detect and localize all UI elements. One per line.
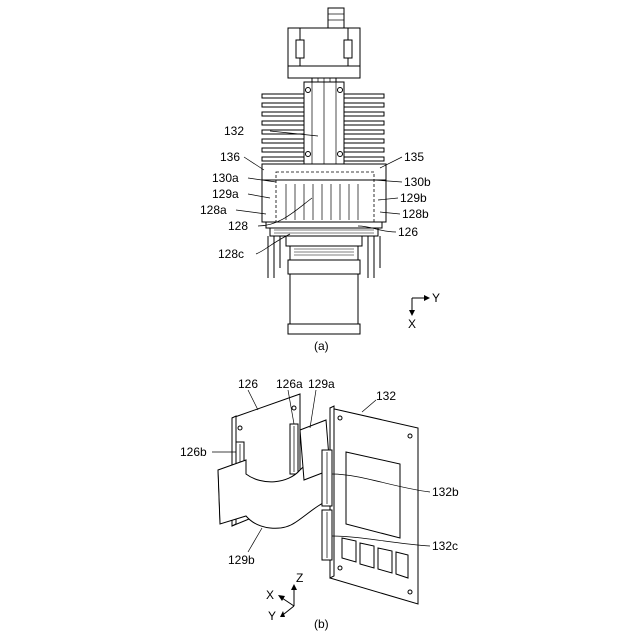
figure-a-drawing — [262, 8, 386, 334]
heatsink-fin — [344, 130, 384, 134]
label-126-a: 126 — [398, 225, 418, 239]
label-132-b: 132 — [376, 389, 396, 403]
label-135: 135 — [404, 150, 424, 164]
label-129b: 129b — [400, 191, 427, 205]
top-connector — [328, 8, 344, 28]
label-132b: 132b — [432, 485, 459, 499]
axis-y-label-a: Y — [432, 291, 440, 305]
heatsink-fin — [262, 148, 304, 152]
label-129a: 129a — [212, 187, 239, 201]
heatsink-fin — [262, 94, 304, 98]
heatsink-fin — [262, 139, 304, 143]
label-130b: 130b — [404, 175, 431, 189]
axis-y-label-b: Y — [268, 609, 276, 623]
axes-b: Z X Y — [266, 571, 303, 623]
lower-cylinder — [288, 260, 360, 334]
heatsink-fin — [344, 148, 384, 152]
connector-126a — [290, 424, 298, 474]
figure-b-drawing — [218, 394, 418, 604]
label-132c: 132c — [432, 539, 458, 553]
label-128: 128 — [228, 219, 248, 233]
connector-132b — [322, 450, 332, 506]
heatsink-fin — [344, 157, 384, 161]
label-130a: 130a — [212, 171, 239, 185]
heatsink-fin — [344, 139, 384, 143]
axis-x-label-b: X — [266, 588, 274, 602]
caption-b: (b) — [314, 617, 329, 631]
label-136: 136 — [220, 150, 240, 164]
motor-block — [288, 28, 360, 78]
heatsink-fin — [262, 157, 304, 161]
connector-132c — [322, 510, 332, 560]
axis-z-label-b: Z — [296, 571, 303, 585]
label-128b: 128b — [402, 207, 429, 221]
label-132-a: 132 — [224, 124, 244, 138]
heatsink-fin — [262, 121, 304, 125]
label-129b-b: 129b — [228, 553, 255, 567]
heatsink-fin — [344, 94, 384, 98]
heatsink-fin — [344, 112, 384, 116]
caption-a: (a) — [314, 339, 329, 353]
axis-x-label-a: X — [408, 317, 416, 331]
lower-connector — [286, 236, 362, 260]
label-129a-b: 129a — [308, 377, 335, 391]
board-132 — [330, 406, 418, 604]
label-128a: 128a — [200, 203, 227, 217]
housing — [262, 164, 386, 236]
axes-a: Y X — [408, 291, 440, 331]
heatsink-fin — [262, 130, 304, 134]
heatsink-fin — [344, 121, 384, 125]
label-126-b: 126 — [238, 377, 258, 391]
heatsink-fin — [262, 103, 304, 107]
heatsink-fin — [262, 112, 304, 116]
label-126a: 126a — [276, 377, 303, 391]
label-126b: 126b — [180, 445, 207, 459]
heatsink-fin — [344, 103, 384, 107]
label-128c: 128c — [218, 247, 244, 261]
